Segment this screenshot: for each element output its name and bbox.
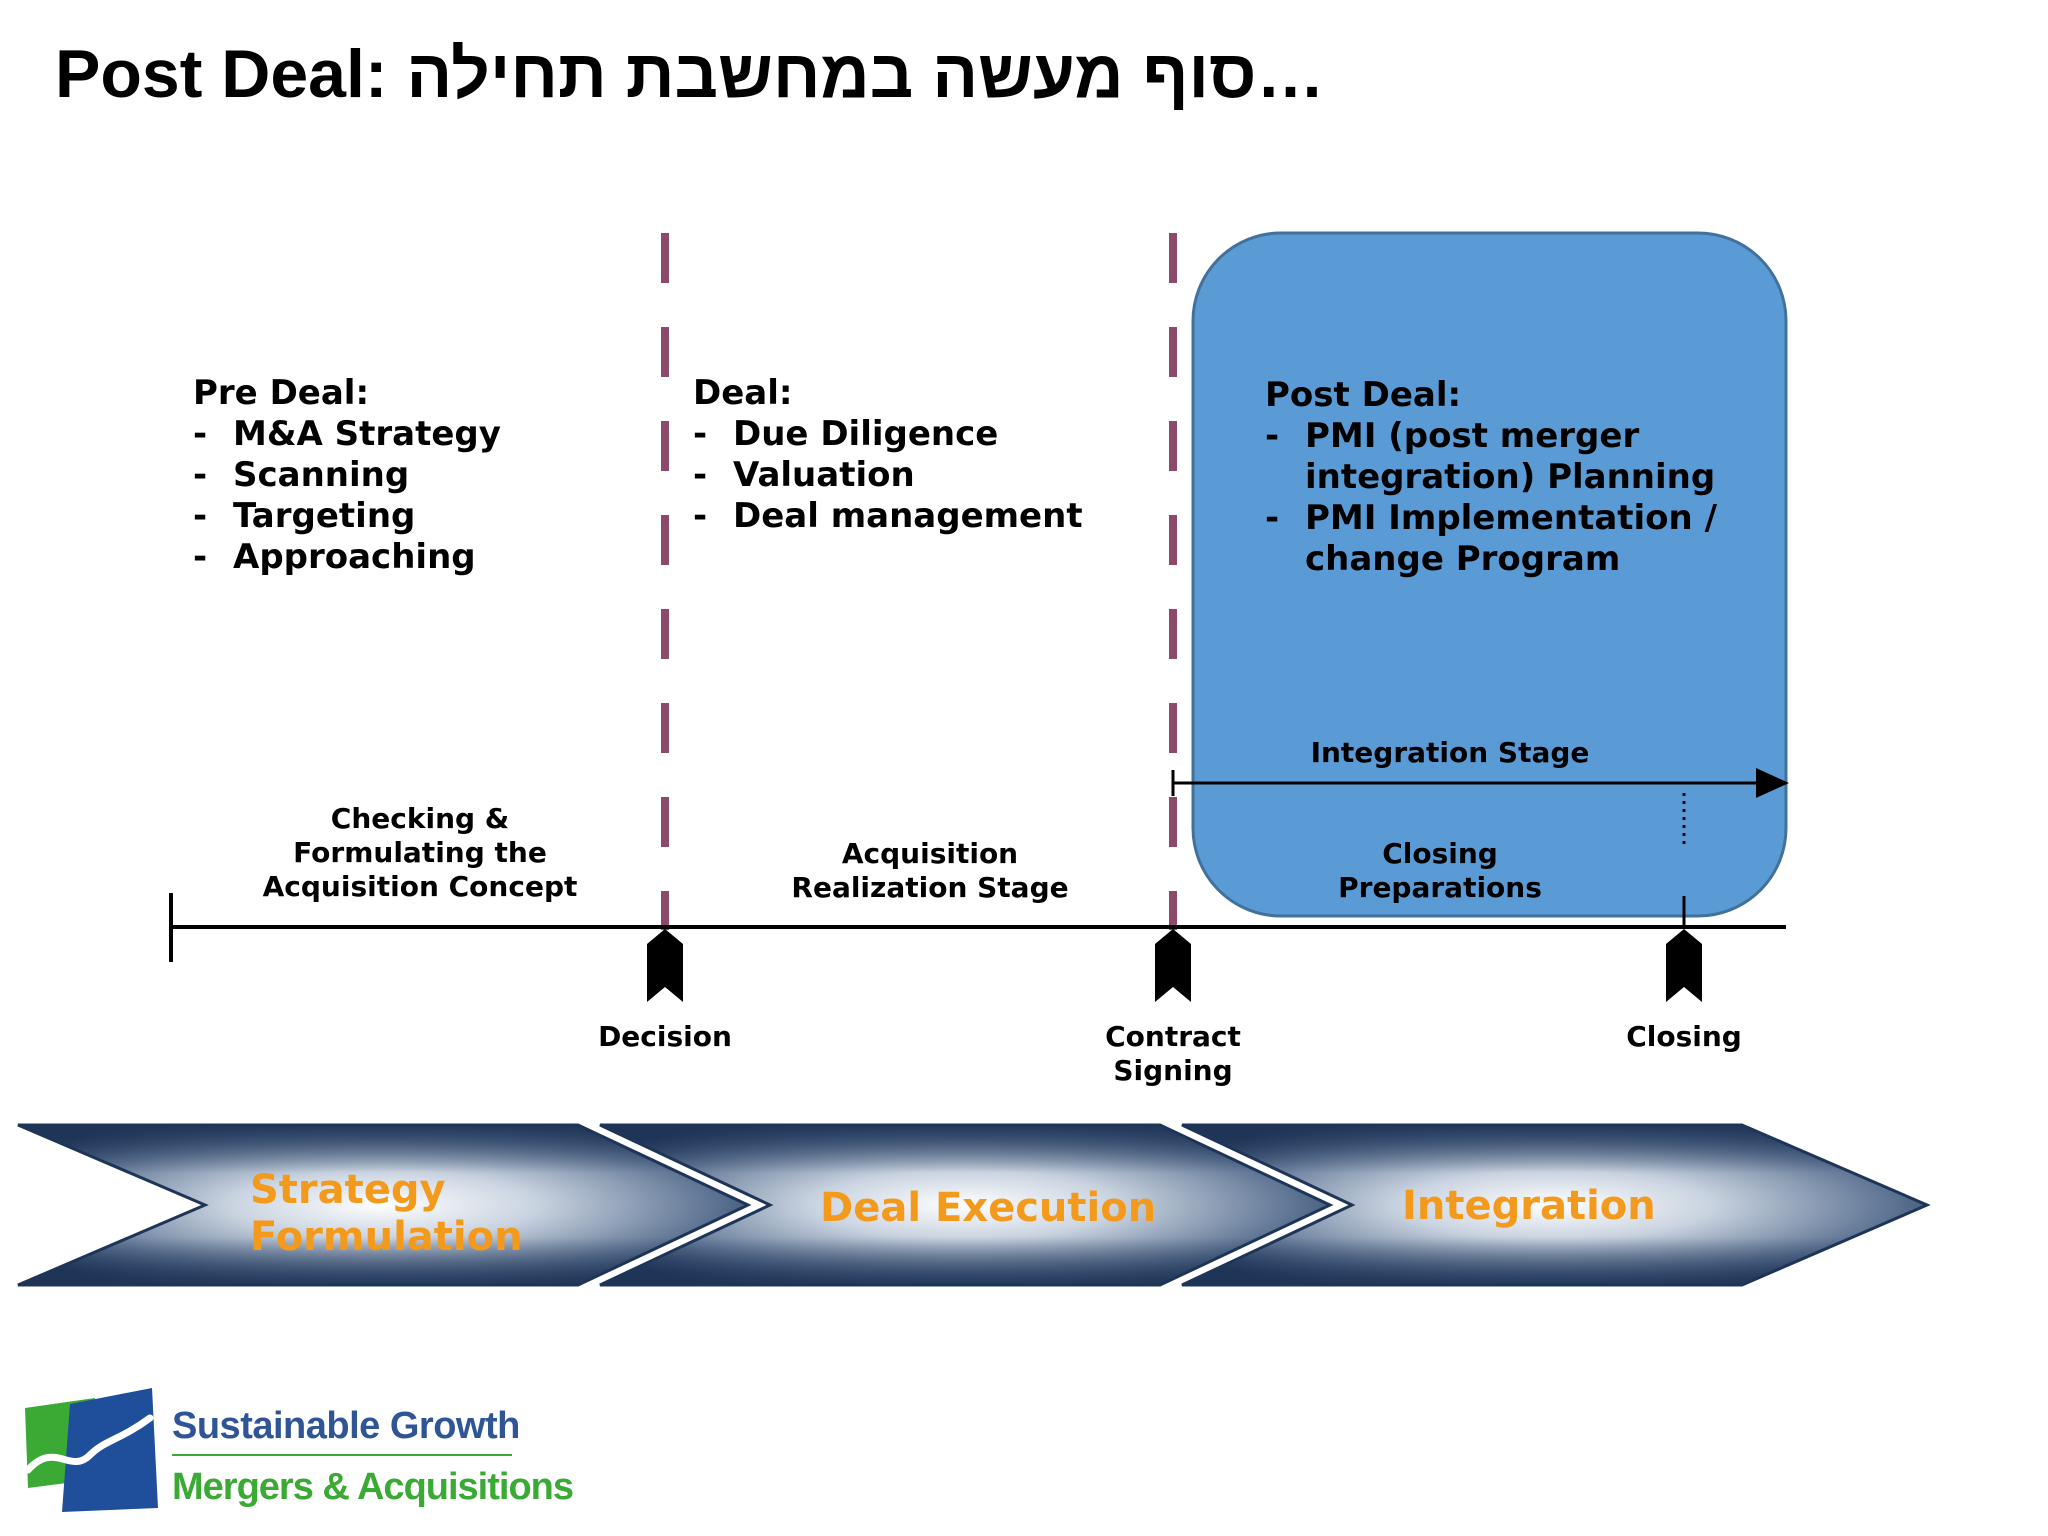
- milestone-marker-closing: [1666, 929, 1702, 1002]
- list-item: -Scanning: [193, 455, 410, 495]
- phase-label-deal-execution: Deal Execution: [820, 1185, 1157, 1231]
- list-item: -Approaching: [193, 537, 476, 577]
- list-item: -Valuation: [693, 455, 915, 495]
- deal-heading: Deal:: [693, 373, 793, 413]
- milestone-marker-decision: [647, 929, 683, 1002]
- list-item: -M&A Strategy: [193, 414, 501, 454]
- milestone-label-decision: Decision: [598, 1020, 732, 1053]
- phase-chevron-strategy: [17, 1123, 752, 1287]
- logo-text-line1: Sustainable Growth: [172, 1405, 520, 1447]
- list-item: -Deal management: [693, 496, 1083, 536]
- pre-deal-block: Pre Deal: -M&A Strategy -Scanning -Targe…: [193, 373, 501, 578]
- stage-label-closing-preparations: Closing Preparations: [1338, 837, 1542, 904]
- post-deal-heading: Post Deal:: [1265, 375, 1462, 415]
- phase-chevron-deal-execution: [599, 1123, 1334, 1287]
- pre-deal-heading: Pre Deal:: [193, 373, 370, 413]
- milestone-label-closing: Closing: [1626, 1020, 1742, 1053]
- phase-chevron-integration: [1181, 1123, 1931, 1287]
- milestone-marker-contract-signing: [1155, 929, 1191, 1002]
- list-item: -Due Diligence: [693, 414, 999, 454]
- slide-title: Post Deal: סוף מעשה במחשבת תחילה…: [55, 36, 1325, 112]
- stage-label-checking: Checking & Formulating the Acquisition C…: [262, 802, 578, 903]
- logo-mark-icon: [24, 1388, 158, 1512]
- phase-label-strategy: Strategy Formulation: [250, 1167, 523, 1260]
- list-item: -Targeting: [193, 496, 416, 536]
- stage-label-acquisition-realization: Acquisition Realization Stage: [791, 837, 1069, 904]
- deal-block: Deal: -Due Diligence -Valuation -Deal ma…: [693, 373, 1083, 537]
- milestone-label-contract-signing: Contract Signing: [1105, 1020, 1241, 1087]
- phase-label-integration: Integration: [1402, 1183, 1656, 1229]
- list-item: -PMI Implementation /change Program: [1265, 498, 1717, 579]
- logo-text-line2: Mergers & Acquisitions: [172, 1466, 574, 1508]
- integration-stage-label: Integration Stage: [1310, 736, 1590, 769]
- post-deal-box: [1191, 231, 1788, 918]
